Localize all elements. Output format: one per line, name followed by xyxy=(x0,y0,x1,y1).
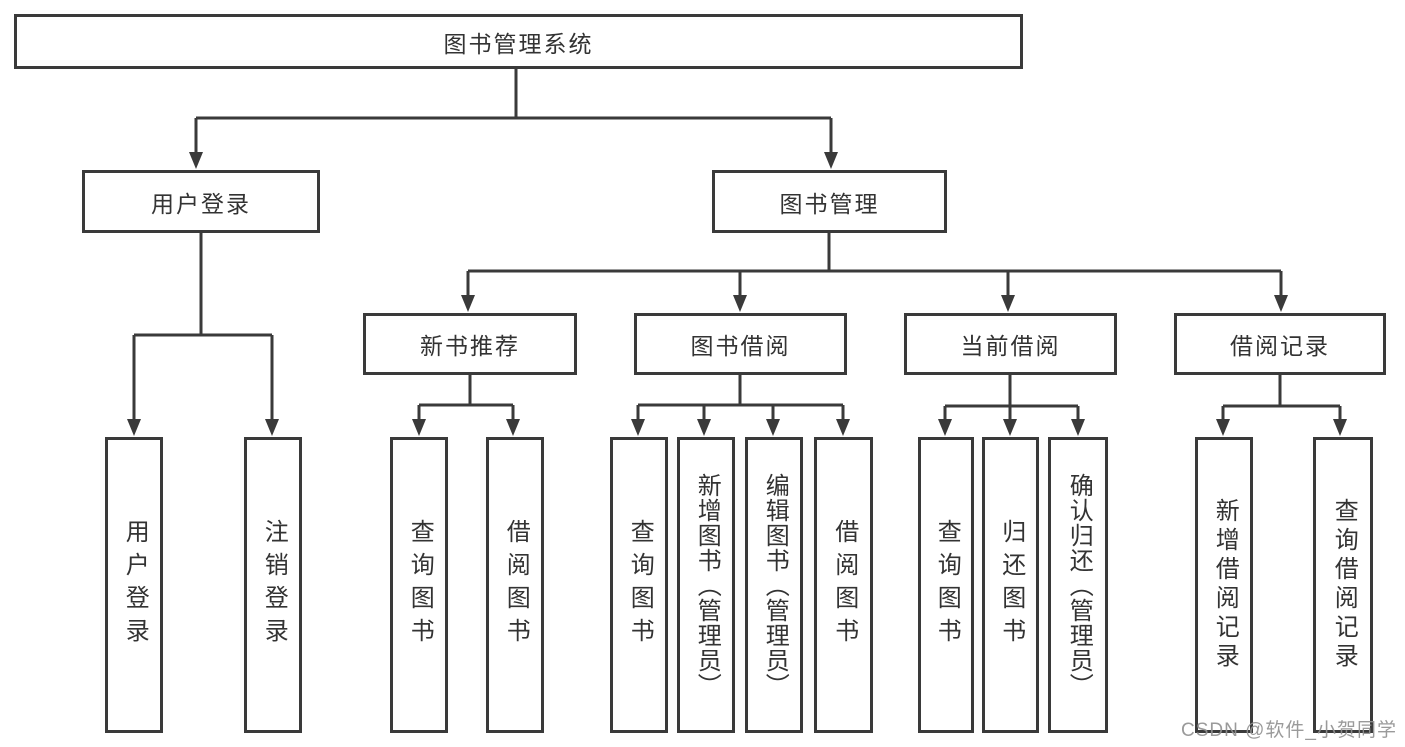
leaf-borrow-books-recommend: 借阅图书 xyxy=(486,437,544,733)
leaf-query-books-borrowing: 查询图书 xyxy=(610,437,668,733)
node-borrowing-records: 借阅记录 xyxy=(1174,313,1386,375)
leaf-user-login: 用户登录 xyxy=(105,437,163,733)
leaf-query-borrow-record: 查询借阅记录 xyxy=(1313,437,1373,733)
leaf-query-books-recommend: 查询图书 xyxy=(390,437,448,733)
node-book-management: 图书管理 xyxy=(712,170,947,233)
node-current-borrowing: 当前借阅 xyxy=(904,313,1117,375)
node-book-borrowing: 图书借阅 xyxy=(634,313,847,375)
leaf-add-borrow-record: 新增借阅记录 xyxy=(1195,437,1253,733)
node-library-management-system: 图书管理系统 xyxy=(14,14,1023,69)
leaf-confirm-return-admin: 确认归还（管理员） xyxy=(1048,437,1108,733)
leaf-borrow-books-borrowing: 借阅图书 xyxy=(814,437,873,733)
node-user-login: 用户登录 xyxy=(82,170,320,233)
csdn-watermark: CSDN @软件_小贺同学 xyxy=(1181,720,1397,741)
leaf-return-book: 归还图书 xyxy=(982,437,1039,733)
leaf-edit-book-admin: 编辑图书（管理员） xyxy=(745,437,803,733)
leaf-query-books-current: 查询图书 xyxy=(918,437,974,733)
leaf-logout: 注销登录 xyxy=(244,437,302,733)
node-new-book-recommend: 新书推荐 xyxy=(363,313,577,375)
leaf-add-book-admin: 新增图书（管理员） xyxy=(677,437,735,733)
tree-edges xyxy=(132,69,1342,421)
